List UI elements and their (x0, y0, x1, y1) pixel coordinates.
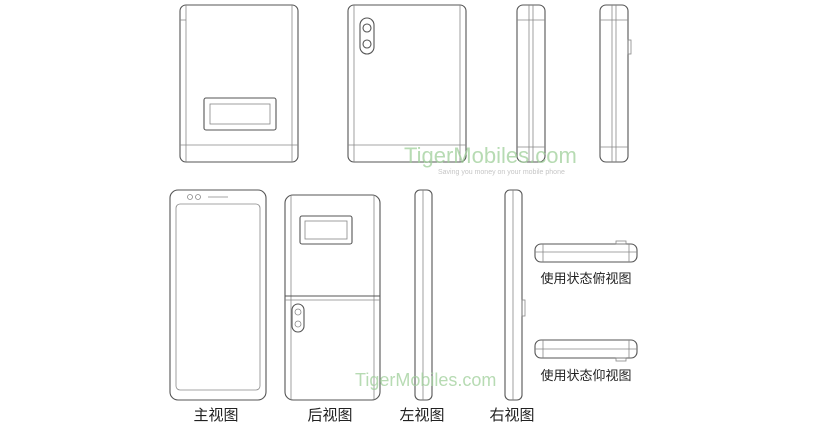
label-right-view: 右视图 (489, 406, 535, 424)
label-left-view: 左视图 (399, 406, 445, 424)
label-front-view: 主视图 (193, 406, 239, 424)
folded-back-view (347, 4, 467, 163)
right-view-drawing (504, 189, 526, 401)
use-top-view-drawing (534, 240, 638, 263)
folded-side-view-right (599, 4, 632, 163)
folded-side-view-left (516, 4, 546, 163)
watermark-logo-bottom: TigerMobiles.com (355, 370, 497, 390)
label-back-view: 后视图 (307, 406, 353, 424)
watermark-logo: TigerMobiles.com (404, 143, 577, 168)
use-bottom-view-drawing (534, 339, 638, 362)
back-view-drawing (284, 194, 381, 401)
watermark-tagline: Saving you money on your mobile phone (438, 169, 565, 176)
folded-front-view (179, 4, 299, 163)
label-use-bottom-view: 使用状态仰视图 (540, 369, 632, 384)
left-view-drawing (414, 189, 433, 401)
label-use-top-view: 使用状态俯视图 (540, 272, 632, 287)
front-view-drawing (169, 189, 267, 401)
